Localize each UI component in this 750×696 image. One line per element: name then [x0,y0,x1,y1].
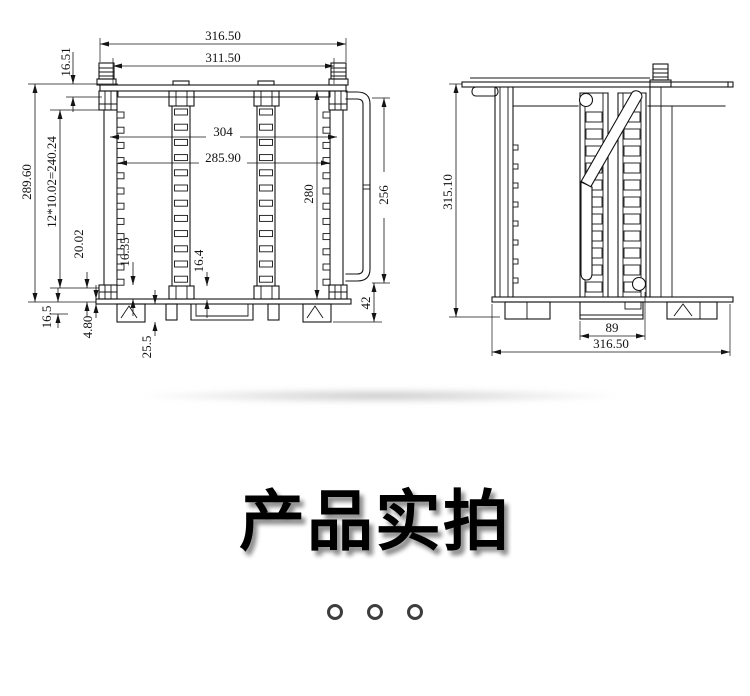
side-bottom-plate [491,296,734,303]
dim-front-285-90: 285.90 [205,150,241,165]
side-right-wall [649,86,673,298]
dim-front-280: 280 [301,184,316,204]
front-view-dimensions: 316.50 311.50 16.51 289.60 [19,28,391,358]
top-plate [99,84,347,92]
pagination-dots [0,604,750,620]
dim-front-42: 42 [358,297,373,310]
dim-front-16-5: 16.5 [39,306,54,329]
pivot-hole-bottom [631,276,647,292]
side-handle [345,91,371,282]
side-left-wall [494,86,519,298]
swing-handle [580,90,643,281]
dim-front-16-4: 16.4 [191,249,206,272]
side-top-plate [461,81,734,88]
dim-side-height: 315.10 [440,174,455,210]
dim-front-slot-pattern: 12*10.02=240.24 [44,136,59,228]
pagination-dot[interactable] [327,604,343,620]
section-divider-shadow [66,386,694,408]
pivot-hole-top [578,92,594,108]
dim-front-16-51: 16.51 [58,47,73,76]
left-rail [98,90,125,300]
section-title: 产品实拍 [239,484,511,558]
side-view: 315.10 89 316.50 [440,63,734,356]
side-knob-icon [649,63,672,88]
dim-front-20-02: 20.02 [71,229,86,258]
dim-front-16-35: 16.35 [117,237,132,266]
dim-side-overall-width: 316.50 [593,336,629,351]
front-view: 316.50 311.50 16.51 289.60 [19,28,391,358]
middle-rail-1 [168,90,195,300]
middle-rail-2 [253,90,280,300]
dim-front-304: 304 [213,124,233,139]
bottom-plate [95,298,352,305]
dim-front-height: 289.60 [19,164,34,200]
dim-front-4-80: 4.80 [80,316,95,339]
dim-side-89: 89 [606,320,619,335]
pagination-dot[interactable] [407,604,423,620]
dim-front-25-5: 25.5 [139,336,154,359]
side-tab [471,86,499,97]
side-feet [504,301,718,320]
dim-front-256: 256 [376,185,391,205]
technical-drawing: 316.50 311.50 16.51 289.60 [19,28,734,358]
side-view-body [461,63,734,320]
dim-front-inner-width: 311.50 [205,50,240,65]
dim-front-overall-width: 316.50 [205,28,241,43]
front-view-body [95,62,371,323]
feet [116,303,332,323]
side-view-dimensions: 315.10 89 316.50 [440,83,731,356]
pagination-dot[interactable] [367,604,383,620]
right-rail [322,90,348,300]
